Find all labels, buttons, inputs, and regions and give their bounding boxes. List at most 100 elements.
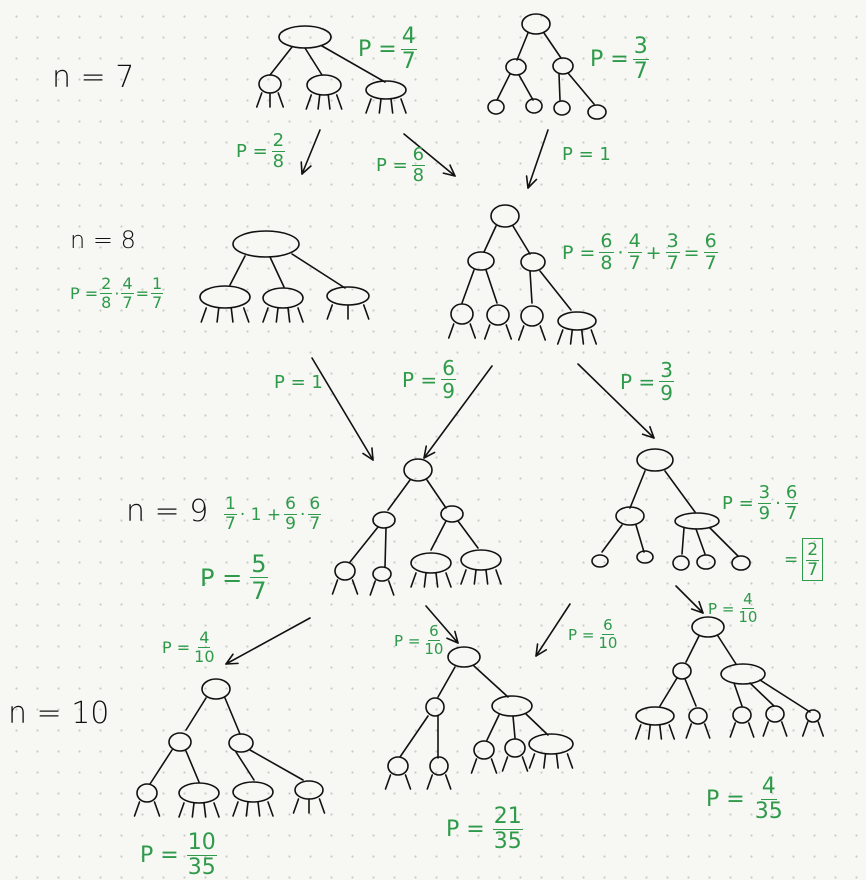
tree-edge <box>435 572 439 588</box>
arrow-head <box>300 161 312 175</box>
tree-edge <box>327 94 331 110</box>
tree-edge <box>362 304 370 320</box>
tree-edge <box>486 714 500 741</box>
tree-node <box>672 662 692 680</box>
tree-edge <box>153 801 161 817</box>
tree-edge <box>369 580 377 596</box>
tree-node <box>326 286 370 306</box>
tree-node <box>731 555 751 571</box>
tree-edge <box>399 715 429 758</box>
tree-node <box>720 663 766 685</box>
arrow-shaft <box>311 357 374 461</box>
tree-edge <box>305 94 313 110</box>
tree-node <box>490 204 520 228</box>
tree-edge <box>277 92 285 108</box>
tree-edge <box>543 753 547 769</box>
tree-node <box>696 554 716 570</box>
prob-arrow-c: P = 1 <box>562 144 611 165</box>
tree-edge <box>521 756 529 772</box>
tree-edge <box>335 94 343 110</box>
tree-edge <box>629 470 646 509</box>
tree-edge <box>601 524 623 553</box>
tree-node <box>520 305 544 327</box>
tree-edge <box>501 756 509 772</box>
tree-edge <box>658 724 663 740</box>
tree-edge <box>216 307 220 323</box>
tree-edge <box>390 98 394 114</box>
tree-node <box>440 505 464 523</box>
tree-node <box>262 287 304 309</box>
tree-edge <box>426 774 434 790</box>
tree-edge <box>470 758 478 774</box>
tree-node <box>636 550 654 564</box>
tree-edge <box>178 802 185 818</box>
tree-edge <box>525 713 549 736</box>
tree-edge <box>529 270 533 304</box>
tree-node <box>557 311 597 331</box>
tree-node <box>487 99 505 115</box>
tree-edge <box>460 569 467 585</box>
arrow-shaft <box>225 617 311 665</box>
tree-edge <box>203 802 207 818</box>
tree-edge <box>384 774 392 790</box>
tree-node <box>520 252 546 272</box>
tree-node <box>450 303 474 325</box>
tree-node <box>372 511 396 529</box>
tree-node <box>674 512 720 530</box>
arrow-head <box>641 425 655 439</box>
tree-edge <box>461 269 475 304</box>
arrow-shaft <box>535 603 571 657</box>
tree-node <box>635 706 675 726</box>
tree-edge <box>762 721 770 737</box>
tree-edge <box>590 329 598 345</box>
tree-edge <box>232 801 239 817</box>
tree-edge <box>230 307 234 323</box>
tree-edge <box>469 323 477 339</box>
tree-edge <box>483 225 497 253</box>
tree-edge <box>528 753 536 769</box>
tree-node <box>136 783 158 803</box>
tree-node <box>460 549 502 571</box>
arrow-head <box>446 630 459 644</box>
tree-node <box>403 458 433 482</box>
tree-node <box>467 251 495 271</box>
tree-edge <box>684 678 697 707</box>
tree-edge <box>473 569 477 585</box>
tree-edge <box>518 74 534 101</box>
level-label-n7: n = 7 <box>52 60 135 95</box>
arrow-shaft <box>425 605 459 644</box>
tree-edge <box>331 579 339 595</box>
tree-node <box>553 100 571 116</box>
arrow-shaft <box>577 363 655 439</box>
tree-edge <box>255 92 263 108</box>
tree-edge <box>567 72 595 105</box>
tree-edge <box>133 801 141 817</box>
tree-edge <box>257 801 261 817</box>
tree-edge <box>496 73 511 101</box>
tree-node <box>486 304 510 326</box>
tree-edge <box>387 479 411 511</box>
tree-edge <box>473 665 509 698</box>
tree-edge <box>400 98 407 114</box>
tree-node <box>410 552 452 574</box>
arrow-shaft <box>403 133 456 177</box>
tree-edge <box>647 724 652 740</box>
tree-node <box>294 780 324 800</box>
tree-edge <box>709 527 739 557</box>
tree-edge <box>291 253 346 289</box>
arrow-head <box>535 643 548 657</box>
tree-node <box>178 782 220 804</box>
tree-edge <box>729 722 737 738</box>
tree-edge <box>292 798 300 814</box>
tree-edge <box>149 749 173 785</box>
